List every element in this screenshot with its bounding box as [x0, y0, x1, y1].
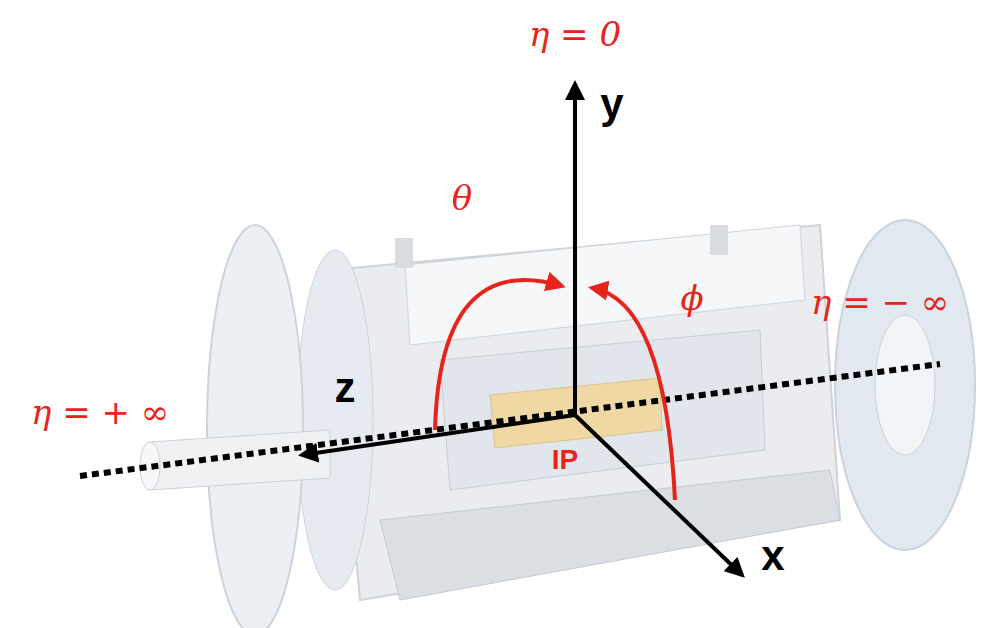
support-post — [395, 238, 413, 268]
eta-label: η = + ∞ — [31, 395, 169, 429]
barrel-top-chamber — [405, 225, 805, 345]
support-post — [710, 225, 728, 255]
phi-arc — [592, 288, 675, 500]
detector-group — [140, 220, 975, 628]
angle-label: θ — [452, 181, 472, 215]
eta-label: η = 0 — [529, 17, 621, 51]
barrel-lower-coils — [380, 470, 840, 600]
z-axis — [302, 415, 575, 455]
axis-label: z — [335, 367, 356, 409]
end-wheel — [835, 220, 975, 550]
theta-arc — [435, 280, 562, 430]
axis-label: y — [600, 83, 623, 125]
beam-axis — [80, 364, 940, 476]
eta-label: η = − ∞ — [811, 285, 949, 319]
x-axis — [575, 415, 742, 575]
angle-label: ϕ — [680, 281, 703, 315]
end-cap — [297, 250, 373, 590]
end-wheel — [207, 225, 303, 628]
calorimeter — [440, 330, 765, 490]
interaction-point-label: IP — [552, 446, 578, 474]
y-axis — [573, 84, 577, 415]
axis-label: x — [761, 535, 784, 577]
wheel-hub — [875, 315, 935, 455]
beam-pipe — [150, 430, 330, 490]
